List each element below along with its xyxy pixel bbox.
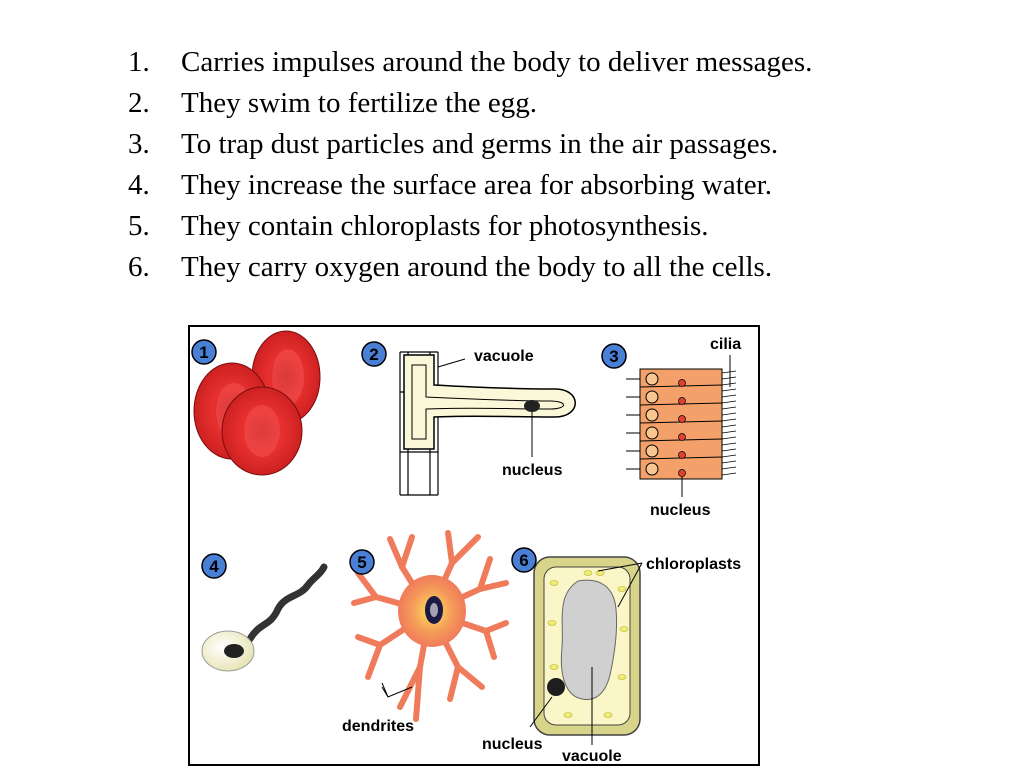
- cell-diagram: 1 vacuole nucleus 2 cilia nucleus: [188, 325, 760, 766]
- nucleus-label: nucleus: [650, 502, 711, 519]
- item-number: 3.: [128, 128, 150, 160]
- svg-text:1: 1: [199, 343, 208, 362]
- item-text: Carries impulses around the body to deli…: [181, 46, 813, 78]
- list-item: 3. To trap dust particles and germs in th…: [128, 124, 812, 165]
- nucleus-label: nucleus: [502, 462, 563, 479]
- badge-5: 5: [349, 549, 375, 575]
- pointer-line: [597, 562, 643, 572]
- item-text: They contain chloroplasts for photosynth…: [181, 210, 709, 242]
- item-number: 5.: [128, 210, 150, 242]
- list-item: 6. They carry oxygen around the body to a…: [128, 247, 812, 288]
- pointer-line: [381, 682, 413, 698]
- badge-3: 3: [601, 343, 627, 369]
- svg-text:4: 4: [209, 557, 219, 576]
- item-number: 1.: [128, 46, 150, 78]
- plant-cell: [533, 556, 641, 736]
- item-number: 4.: [128, 169, 150, 201]
- item-text: They swim to fertilize the egg.: [181, 87, 537, 119]
- pointer-line: [437, 358, 466, 368]
- nucleus-label: nucleus: [482, 736, 543, 753]
- cilia-label: cilia: [710, 336, 741, 353]
- item-text: They increase the surface area for absor…: [181, 169, 772, 201]
- list-item: 5. They contain chloroplasts for photosyn…: [128, 206, 812, 247]
- item-number: 6.: [128, 251, 150, 283]
- statement-list: 1. Carries impulses around the body to de…: [128, 42, 812, 288]
- svg-text:2: 2: [369, 345, 378, 364]
- badge-4: 4: [201, 553, 227, 579]
- svg-text:5: 5: [357, 553, 366, 572]
- item-number: 2.: [128, 87, 150, 119]
- list-item: 2. They swim to fertilize the egg.: [128, 83, 812, 124]
- badge-2: 2: [361, 341, 387, 367]
- chloroplasts-label: chloroplasts: [646, 556, 741, 573]
- list-item: 4. They increase the surface area for abs…: [128, 165, 812, 206]
- pointer-line: [617, 562, 643, 608]
- vacuole-label: vacuole: [562, 748, 622, 764]
- ciliated-cells: [626, 368, 737, 480]
- vacuole-label: vacuole: [474, 348, 534, 365]
- badge-1: 1: [191, 339, 217, 365]
- red-blood-cells: [193, 330, 321, 476]
- root-hair-cell: [399, 351, 576, 496]
- list-item: 1. Carries impulses around the body to de…: [128, 42, 812, 83]
- svg-text:6: 6: [519, 551, 528, 570]
- pointer-line: [529, 696, 553, 728]
- svg-text:3: 3: [609, 347, 618, 366]
- item-text: They carry oxygen around the body to all…: [181, 251, 773, 283]
- sperm-cell: [201, 563, 328, 672]
- nerve-cell: [351, 530, 509, 722]
- dendrites-label: dendrites: [342, 718, 414, 735]
- item-text: To trap dust particles and germs in the …: [181, 128, 779, 160]
- badge-6: 6: [511, 547, 537, 573]
